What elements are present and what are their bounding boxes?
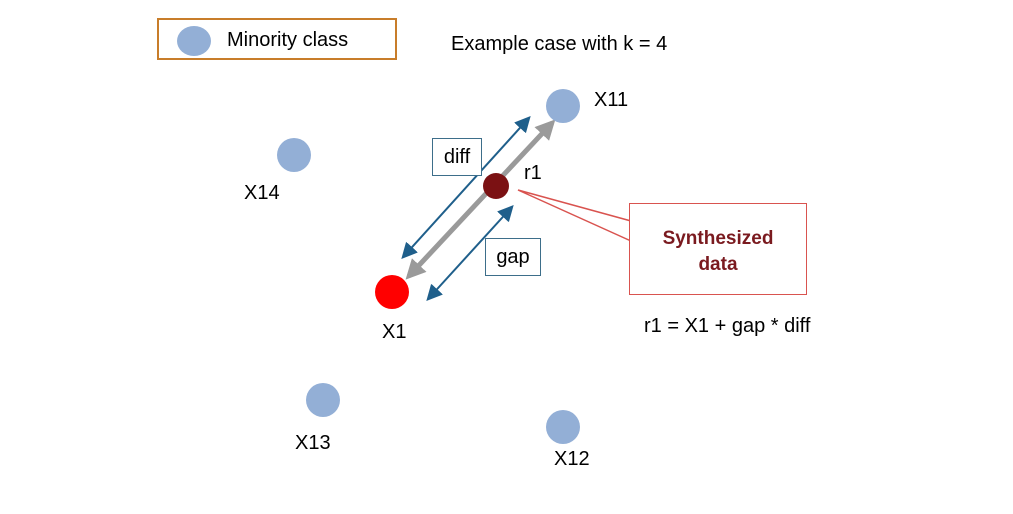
callout-line-1: Synthesized xyxy=(662,228,774,249)
legend-label: Minority class xyxy=(227,29,349,51)
label-x1: X1 xyxy=(382,321,407,343)
callout-pointer xyxy=(517,189,632,243)
legend: Minority class xyxy=(157,18,397,60)
label-r1: r1 xyxy=(524,162,542,184)
point-x11 xyxy=(546,89,580,123)
point-x14 xyxy=(277,138,311,172)
point-x12 xyxy=(546,410,580,444)
formula: r1 = X1 + gap * diff xyxy=(644,315,811,337)
callout-text: Synthesized data xyxy=(630,226,806,278)
label-x14: X14 xyxy=(244,182,280,204)
callout-line-2: data xyxy=(698,254,738,275)
label-x12: X12 xyxy=(554,448,590,470)
point-x1 xyxy=(375,275,409,309)
example-title: Example case with k = 4 xyxy=(451,33,668,55)
synthesized-data-callout xyxy=(629,203,807,295)
label-x13: X13 xyxy=(295,432,331,454)
minority-class-marker xyxy=(177,26,211,56)
gap-arrow xyxy=(426,205,514,301)
point-r1 xyxy=(483,173,509,199)
gap-label-box: gap xyxy=(485,238,541,276)
point-x13 xyxy=(306,383,340,417)
label-x11: X11 xyxy=(594,89,629,111)
diff-label-box: diff xyxy=(432,138,482,176)
diff-arrow xyxy=(401,116,531,259)
